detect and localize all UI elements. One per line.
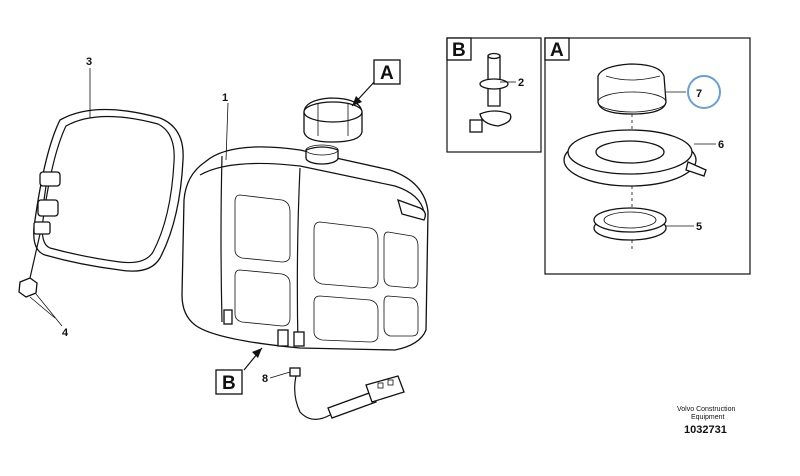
callout-4: 4 xyxy=(62,327,69,339)
callout-1: 1 xyxy=(222,92,228,104)
strap-part-3 xyxy=(33,108,184,272)
detail-panel-a: A 7 6 5 xyxy=(544,37,751,275)
callout-7: 7 xyxy=(696,88,702,100)
catalog-number: 1032731 xyxy=(684,424,727,436)
detail-panel-b: B 2 xyxy=(446,37,542,153)
nut-part-4 xyxy=(18,277,56,319)
panel-b-label: B xyxy=(452,40,466,61)
credit-line-1: Volvo Construction xyxy=(677,406,735,413)
strap-clip xyxy=(29,171,61,279)
sensor-part-8 xyxy=(269,367,405,420)
panel-a-label: A xyxy=(550,40,564,61)
tank-cap xyxy=(303,97,363,143)
tank-part-1 xyxy=(181,144,429,351)
callout-6: 6 xyxy=(718,139,724,151)
detail-label-a-box xyxy=(373,59,401,85)
callout-3: 3 xyxy=(86,56,92,68)
credit-line-2: Equipment xyxy=(691,414,725,421)
detail-label-b: B xyxy=(222,373,236,394)
detail-label-a: A xyxy=(380,63,394,84)
callout-5: 5 xyxy=(696,221,702,233)
detail-label-b-box xyxy=(215,369,243,395)
highlight-circle xyxy=(687,75,721,109)
callout-8: 8 xyxy=(262,373,268,385)
callout-2: 2 xyxy=(518,77,524,89)
